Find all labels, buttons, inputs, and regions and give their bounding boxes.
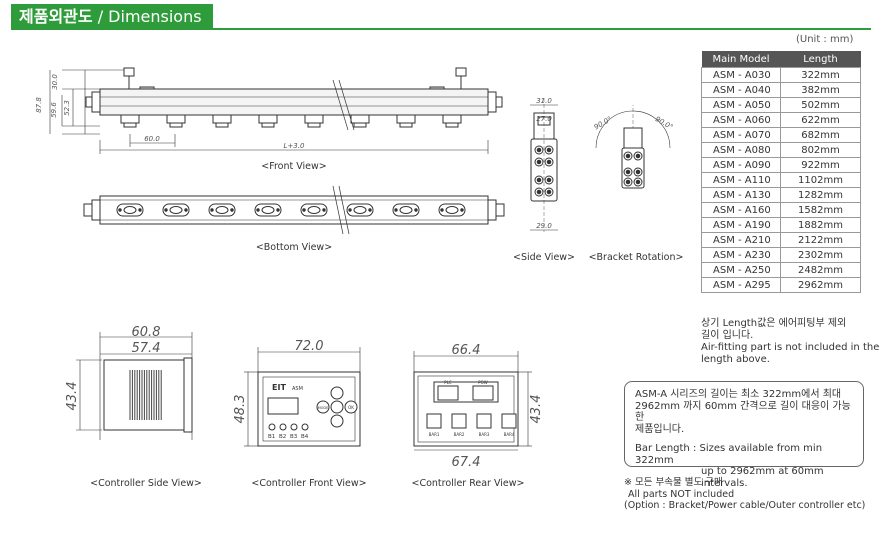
dim-front-pitch: 60.0 [144,135,160,143]
led-label-b2: B2 [279,434,286,440]
caption-bottom-view: <Bottom View> [256,242,332,253]
bar-length-info-box: ASM-A 시리즈의 길이는 최소 322mm에서 최대 2962mm 까지 6… [624,381,864,489]
nozzle-icon [116,203,144,217]
unit-label: (Unit : mm) [796,34,854,45]
emitter-pin [258,114,278,128]
caption-side-view: <Side View> [513,252,575,263]
dim-cf-w: 72.0 [295,339,324,354]
nozzle-icon [300,203,328,217]
rear-port-plc: PLC [444,380,452,385]
caption-controller-rear: <Controller Rear View> [412,478,525,489]
led-label-b3: B3 [290,434,298,440]
rear-bar3: BAR3 [479,432,490,437]
nozzle-icon [392,203,420,217]
dim-front-h2: 87.8 [35,97,43,113]
emitter-pin [350,114,370,128]
emitter-pin [120,114,140,128]
dim-front-h3: 59.6 [50,102,58,118]
controller-front-dims: 72.0 48.3 [233,339,323,423]
controller-front-labels: EIT ASM B1 B2 B3 B4 MODE OK [268,383,354,440]
controller-rear-labels: PLC POW BAR1 BAR2 BAR3 BAR4 [429,380,515,437]
dim-front-h1: 30.0 [51,74,59,90]
rear-port-pow: POW [478,380,488,385]
rear-bar4: BAR4 [504,432,515,437]
section-title: 제품외관도 / Dimensions [11,4,213,30]
emitter-pin [304,114,324,128]
caption-controller-front: <Controller Front View> [251,478,366,489]
parts-note: ※ 모든 부속물 별도 구매 All parts NOT included (O… [624,477,866,511]
nozzle-icon [208,203,236,217]
dim-cf-h: 48.3 [233,395,248,424]
dim-cs-h: 43.4 [65,382,80,411]
length-note: 상기 Length값은 에어피팅부 제외 길이 입니다. Air-fitting… [701,318,880,365]
nozzle-icon [162,203,190,217]
nozzle-icon [438,203,466,217]
dim-side-w3: 29.0 [536,222,552,230]
controller-side-dims: 60.8 57.4 43.4 [65,325,160,410]
caption-front-view: <Front View> [261,161,327,172]
btn-ok-label: OK [348,405,354,410]
dim-cr-h: 43.4 [529,395,544,424]
section-header: 제품외관도 / Dimensions [0,4,881,30]
dim-side-w1: 31.0 [536,97,552,105]
nozzle-icon [254,203,282,217]
led-label-b4: B4 [301,434,309,440]
bracket-rotation-drawing [595,105,671,189]
dim-cs-w2: 57.4 [132,341,161,356]
emitter-pin [442,114,462,128]
dim-cs-w1: 60.8 [132,325,161,340]
nozzle-icon [346,203,374,217]
cell-length: 2962mm [780,277,861,293]
controller-model: ASM [292,386,303,392]
dim-bracket-a1: 90.0° [593,115,614,131]
controller-rear-dims: 66.4 67.4 43.4 [452,343,544,470]
front-view-dims: 30.0 87.8 59.6 52.3 60.0 L+3.0 [35,74,305,150]
rear-bar1: BAR1 [429,432,440,437]
dim-front-length: L+3.0 [284,142,305,150]
led-label-b1: B1 [268,434,275,440]
table-header-model: Main Model [701,51,781,68]
emitter-pin [212,114,232,128]
controller-brand: EIT [272,383,286,392]
emitter-pin [166,114,186,128]
bottom-view-drawing [83,185,505,235]
front-view-drawing [49,67,503,154]
caption-bracket-rotation: <Bracket Rotation> [589,252,684,263]
side-view-drawing [530,98,558,232]
cell-model: ASM - A295 [701,277,781,293]
header-underline [11,28,871,30]
table-header-length: Length [780,51,861,68]
btn-mode-label: MODE [318,406,329,410]
controller-rear-drawing [413,351,532,451]
dim-cr-w2: 67.4 [452,455,481,470]
caption-controller-side: <Controller Side View> [90,478,202,489]
rear-bar2: BAR2 [454,432,465,437]
dim-bracket-a2: 90.0° [654,115,675,131]
side-view-dims: 31.0 27.0 29.0 [536,97,552,230]
dim-side-w2: 27.0 [536,115,552,123]
controller-side-drawing [76,332,193,440]
controller-front-drawing [244,347,361,447]
emitter-pin [396,114,416,128]
dim-front-h4: 52.3 [63,100,71,116]
dim-cr-w1: 66.4 [452,343,481,358]
